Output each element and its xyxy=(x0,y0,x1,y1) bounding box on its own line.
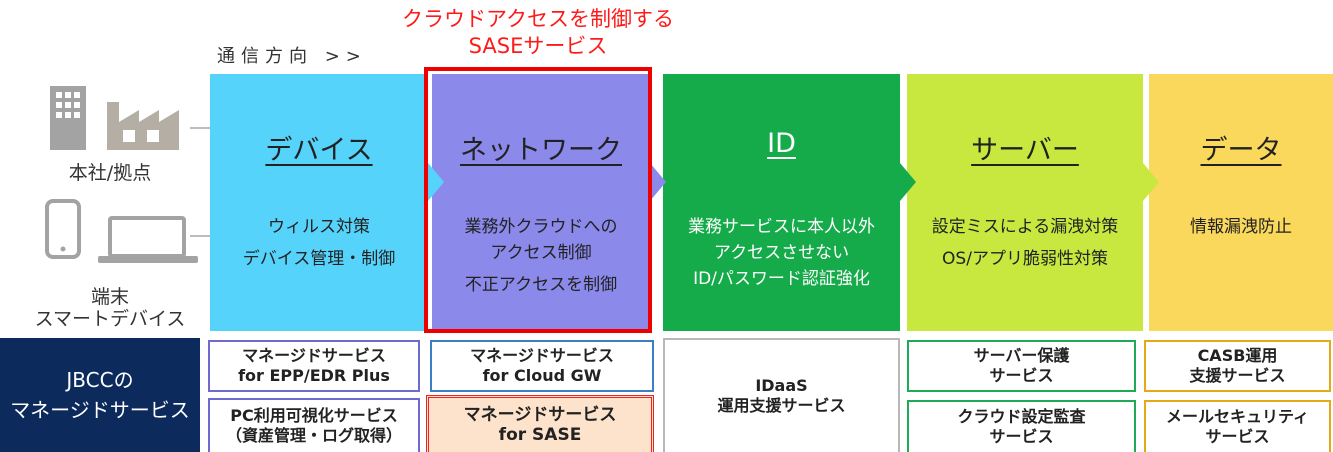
devices-label-line1: 端末 xyxy=(90,286,129,308)
service-cloud-gw: マネージドサービス for Cloud GW xyxy=(430,340,654,392)
panel-id-line: 業務サービスに本人以外 xyxy=(688,217,875,237)
jbcc-label-line2: マネージドサービス xyxy=(10,398,190,422)
panel-device: デバイス ウィルス対策 デバイス管理・制御 xyxy=(210,74,428,331)
flow-arrow-network xyxy=(650,163,666,201)
service-mail-security: メールセキュリティ サービス xyxy=(1144,400,1331,452)
panel-data-body: 情報漏洩防止 xyxy=(1149,214,1333,240)
smartphone-icon xyxy=(45,199,81,259)
service-cloud-config-audit: クラウド設定監査 サービス xyxy=(907,400,1136,452)
devices-label-line2: スマートデバイス xyxy=(34,308,186,330)
panel-network: ネットワーク 業務外クラウドへの アクセス制御 不正アクセスを制御 xyxy=(432,74,650,331)
panel-data-line: 情報漏洩防止 xyxy=(1190,217,1292,237)
service-epp-edr: マネージドサービス for EPP/EDR Plus xyxy=(208,340,420,392)
flow-arrow-device xyxy=(428,163,444,201)
laptop-icon xyxy=(98,216,198,263)
panel-device-line: ウィルス対策 xyxy=(268,217,370,237)
devices-label: 端末 スマートデバイス xyxy=(10,286,210,330)
jbcc-managed-services-label: JBCCの マネージドサービス xyxy=(0,338,200,452)
panel-device-line: デバイス管理・制御 xyxy=(242,249,396,269)
service-casb: CASB運用 支援サービス xyxy=(1144,340,1331,392)
building-icon xyxy=(50,86,86,150)
sase-highlight-frame xyxy=(424,67,652,333)
panel-server-title: サーバー xyxy=(971,135,1079,166)
service-pc-visualization: PC利用可視化サービス （資産管理・ログ取得） xyxy=(208,398,420,452)
panel-network-line: アクセス制御 xyxy=(490,243,592,263)
panel-id-line: アクセスさせない xyxy=(713,243,850,263)
service-server-protection: サーバー保護 サービス xyxy=(907,340,1136,392)
panel-id: ID 業務サービスに本人以外 アクセスさせない ID/パスワード認証強化 xyxy=(663,74,900,331)
panel-server-line: 設定ミスによる漏洩対策 xyxy=(931,217,1119,237)
panel-id-title: ID xyxy=(767,128,796,159)
service-sase: マネージドサービス for SASE xyxy=(426,395,654,452)
flow-arrow-id xyxy=(900,163,916,201)
factory-icon xyxy=(107,102,179,150)
sase-heading: クラウドアクセスを制御する SASEサービス xyxy=(360,6,716,60)
panel-server-body: 設定ミスによる漏洩対策 OS/アプリ脆弱性対策 xyxy=(907,214,1143,272)
service-idaas: IDaaS 運用支援サービス xyxy=(663,338,900,452)
panel-network-line: 業務外クラウドへの xyxy=(464,217,618,237)
direction-label: 通信方向 >> xyxy=(217,46,367,67)
panel-server-line: OS/アプリ脆弱性対策 xyxy=(942,249,1108,269)
panel-device-body: ウィルス対策 デバイス管理・制御 xyxy=(210,214,428,272)
jbcc-label-line1: JBCCの xyxy=(66,368,134,392)
panel-id-line: ID/パスワード認証強化 xyxy=(693,269,870,289)
hq-label: 本社/拠点 xyxy=(68,162,152,184)
flow-arrow-server xyxy=(1143,163,1159,201)
panel-network-title: ネットワーク xyxy=(460,135,622,166)
panel-network-line: 不正アクセスを制御 xyxy=(464,275,618,295)
panel-data-title: データ xyxy=(1200,135,1282,166)
panel-data: データ 情報漏洩防止 xyxy=(1149,74,1333,331)
panel-network-body: 業務外クラウドへの アクセス制御 不正アクセスを制御 xyxy=(432,214,650,298)
heading-line2: SASEサービス xyxy=(468,34,608,58)
panel-device-title: デバイス xyxy=(265,135,373,166)
panel-server: サーバー 設定ミスによる漏洩対策 OS/アプリ脆弱性対策 xyxy=(907,74,1143,331)
panel-id-body: 業務サービスに本人以外 アクセスさせない ID/パスワード認証強化 xyxy=(663,214,900,292)
heading-line1: クラウドアクセスを制御する xyxy=(402,7,674,31)
source-connector-lines xyxy=(190,127,212,237)
